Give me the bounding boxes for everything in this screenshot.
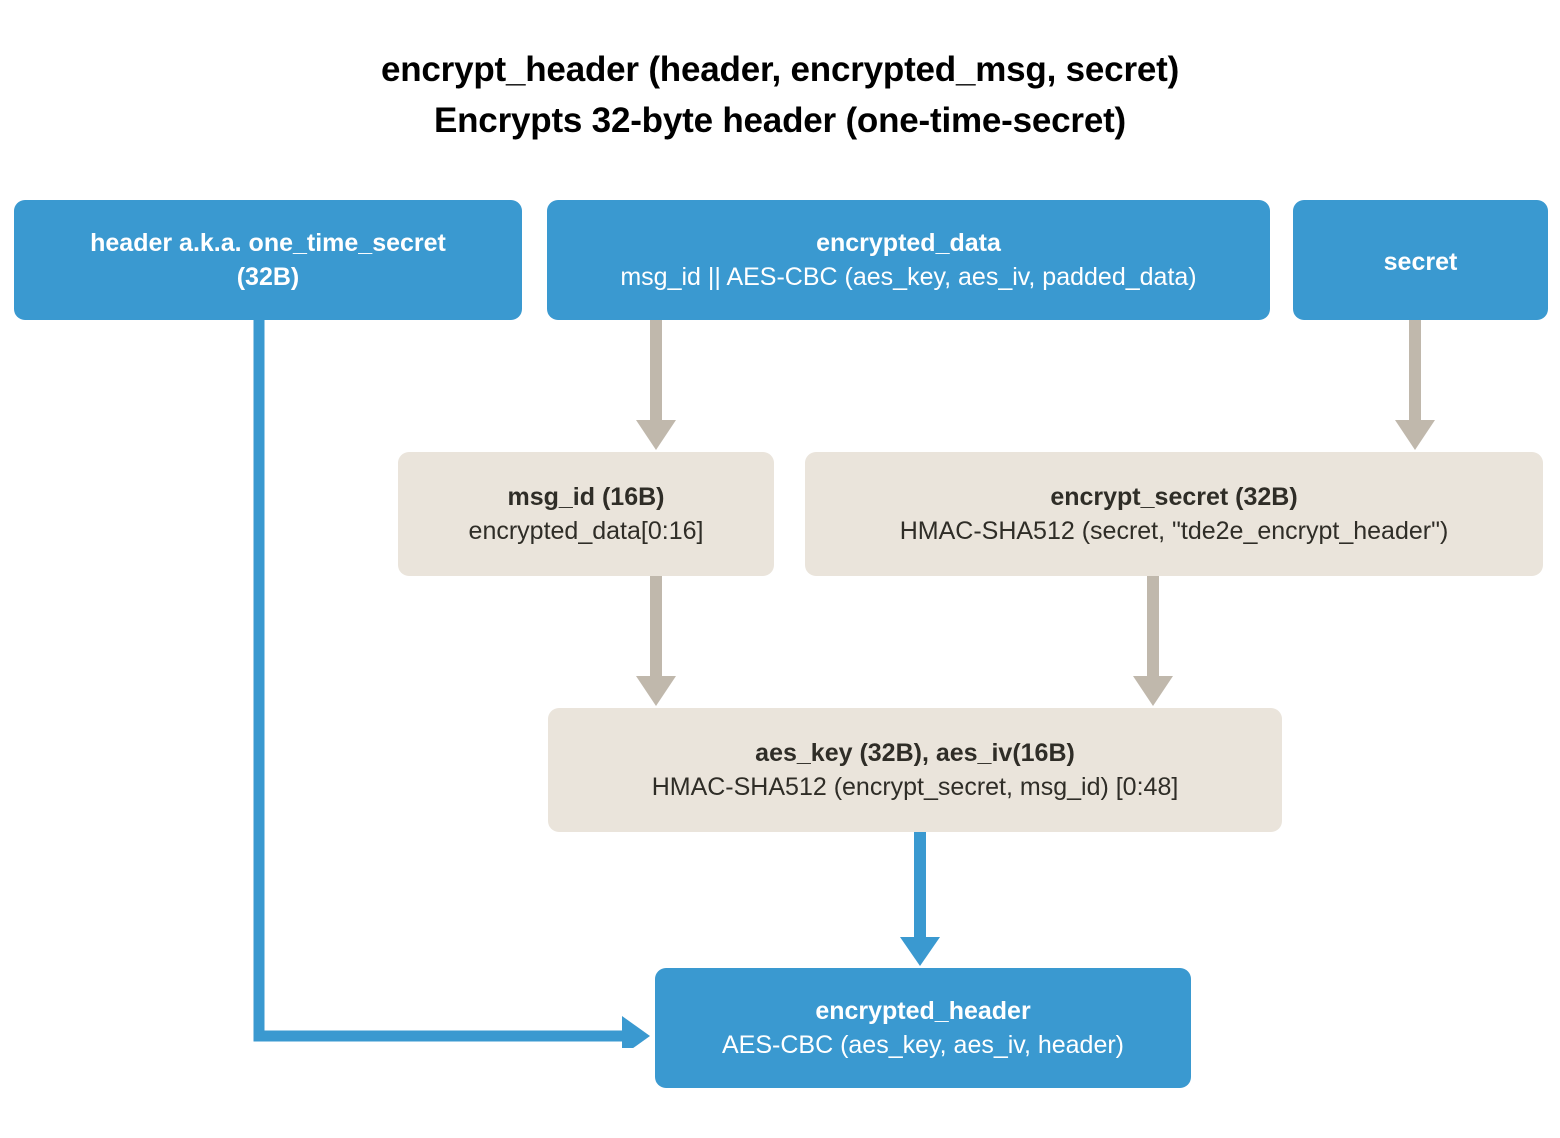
node-secret-title: secret [1383, 248, 1458, 276]
node-aes-key-title: aes_key (32B), aes_iv(16B) [755, 739, 1075, 767]
node-secret[interactable]: secret [1293, 200, 1548, 320]
edge-encrypted-data-to-msg-id [626, 320, 686, 454]
node-encrypted-data-title: encrypted_data [816, 229, 1001, 257]
node-msg-id-title: msg_id (16B) [507, 483, 665, 511]
node-encrypt-secret[interactable]: encrypt_secret (32B) HMAC-SHA512 (secret… [805, 452, 1543, 576]
diagram-title-line-1: encrypt_header (header, encrypted_msg, s… [380, 50, 1180, 89]
edge-msg-id-to-aes-key [626, 576, 686, 710]
node-header[interactable]: header a.k.a. one_time_secret (32B) [14, 200, 522, 320]
edge-aes-key-to-encrypted-header [890, 832, 950, 970]
edge-header-to-encrypted-header [250, 318, 660, 1048]
node-encrypt-secret-title: encrypt_secret (32B) [1050, 483, 1298, 511]
node-aes-key-subtitle: HMAC-SHA512 (encrypt_secret, msg_id) [0:… [651, 773, 1179, 801]
edge-encrypt-secret-to-aes-key [1123, 576, 1183, 710]
edge-secret-to-encrypt-secret [1385, 320, 1445, 454]
node-aes-key[interactable]: aes_key (32B), aes_iv(16B) HMAC-SHA512 (… [548, 708, 1282, 832]
diagram-title: encrypt_header (header, encrypted_msg, s… [0, 44, 1560, 146]
node-encrypted-header[interactable]: encrypted_header AES-CBC (aes_key, aes_i… [655, 968, 1191, 1088]
diagram-title-line-2: Encrypts 32-byte header (one-time-secret… [433, 101, 1127, 140]
node-header-title: header a.k.a. one_time_secret (32B) [90, 229, 446, 291]
node-encrypted-header-title: encrypted_header [815, 997, 1031, 1025]
node-msg-id[interactable]: msg_id (16B) encrypted_data[0:16] [398, 452, 774, 576]
node-encrypted-data-subtitle: msg_id || AES-CBC (aes_key, aes_iv, padd… [620, 263, 1197, 291]
node-msg-id-subtitle: encrypted_data[0:16] [468, 517, 704, 545]
node-encrypted-data[interactable]: encrypted_data msg_id || AES-CBC (aes_ke… [547, 200, 1270, 320]
node-encrypted-header-subtitle: AES-CBC (aes_key, aes_iv, header) [721, 1031, 1125, 1059]
node-encrypt-secret-subtitle: HMAC-SHA512 (secret, "tde2e_encrypt_head… [899, 517, 1449, 545]
